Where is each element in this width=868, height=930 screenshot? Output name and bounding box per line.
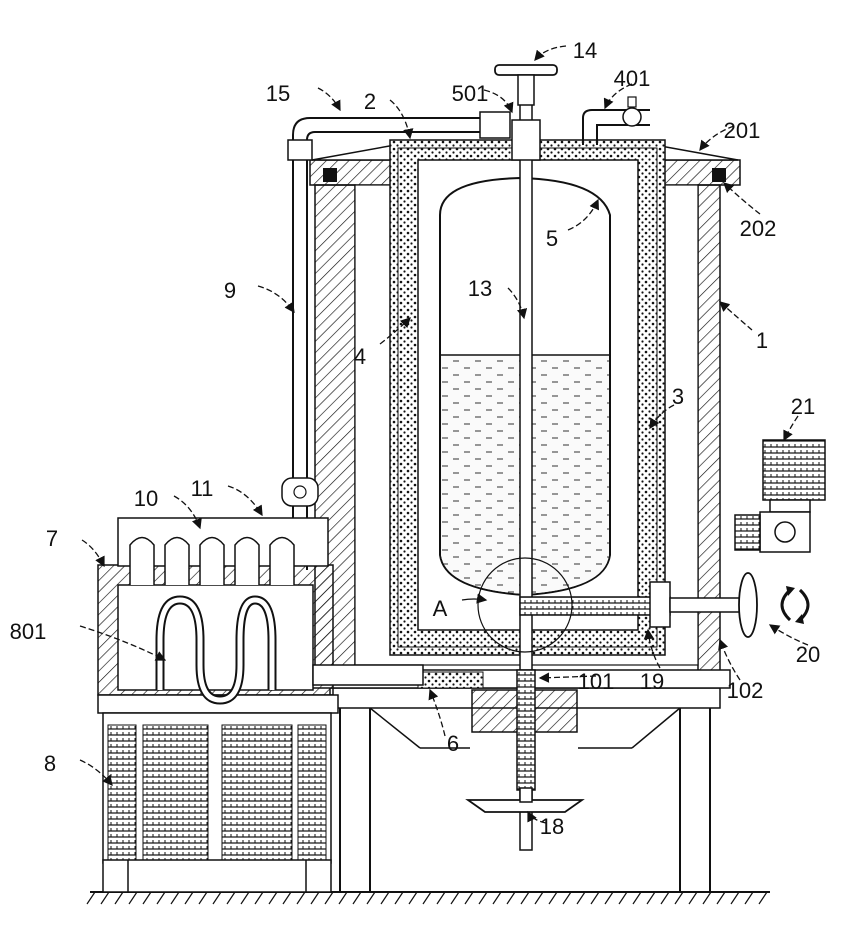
- callout-label-l401: 401: [614, 66, 651, 91]
- callout-label-l11: 11: [191, 476, 214, 501]
- callout-label-l10: 10: [134, 486, 158, 511]
- leader-l21: [784, 416, 798, 440]
- callout-label-l9: 9: [224, 278, 236, 303]
- callout-label-l201: 201: [724, 118, 761, 143]
- fin: [235, 538, 259, 586]
- ground: [87, 892, 770, 904]
- callout-label-l3: 3: [672, 384, 684, 409]
- callout-label-l14: 14: [573, 38, 597, 63]
- leader-l1: [720, 302, 752, 330]
- pipe-9: [282, 200, 318, 570]
- callout-label-l8: 8: [44, 751, 56, 776]
- leader-l9: [258, 286, 294, 312]
- fin: [165, 538, 189, 586]
- pipe-401: [583, 97, 650, 145]
- callout-label-l21: 21: [791, 394, 815, 419]
- leader-l11: [228, 486, 262, 515]
- leader-l15: [318, 88, 340, 110]
- callout-label-l101: 101: [578, 669, 615, 694]
- bottom-handwheel[interactable]: [468, 788, 582, 812]
- valve-icon: [623, 108, 641, 126]
- callout-label-l6: 6: [447, 731, 459, 756]
- callout-label-l7: 7: [46, 526, 58, 551]
- rotation-arrows-icon: [782, 586, 808, 624]
- callout-label-l13: 13: [468, 276, 492, 301]
- callout-label-l5: 5: [546, 226, 558, 251]
- leader-l14: [535, 46, 566, 60]
- callout-label-l2: 2: [364, 89, 376, 114]
- side-handwheel[interactable]: [739, 573, 757, 637]
- callout-label-l202: 202: [740, 216, 777, 241]
- callout-label-l501: 501: [452, 81, 489, 106]
- fin: [200, 538, 224, 586]
- callout-label-l801: 801: [10, 619, 47, 644]
- callout-label-l1: 1: [756, 328, 768, 353]
- leader-l202: [724, 183, 760, 214]
- callout-label-l102: 102: [727, 678, 764, 703]
- fin: [130, 538, 154, 586]
- seal-left: [323, 168, 337, 182]
- callout-label-l20: 20: [796, 642, 820, 667]
- callout-label-l15: 15: [266, 81, 290, 106]
- bottom-screw: [517, 670, 535, 790]
- leader-l7: [82, 540, 104, 566]
- handwheel-icon[interactable]: [495, 65, 557, 105]
- seal-right: [712, 168, 726, 182]
- callout-label-lA: A: [433, 596, 448, 621]
- callout-label-l4: 4: [354, 344, 366, 369]
- motor-icon: [735, 440, 825, 552]
- callout-label-l18: 18: [540, 814, 564, 839]
- fin: [270, 538, 294, 586]
- callout-label-l19: 19: [640, 669, 664, 694]
- radiator-unit: [103, 713, 331, 892]
